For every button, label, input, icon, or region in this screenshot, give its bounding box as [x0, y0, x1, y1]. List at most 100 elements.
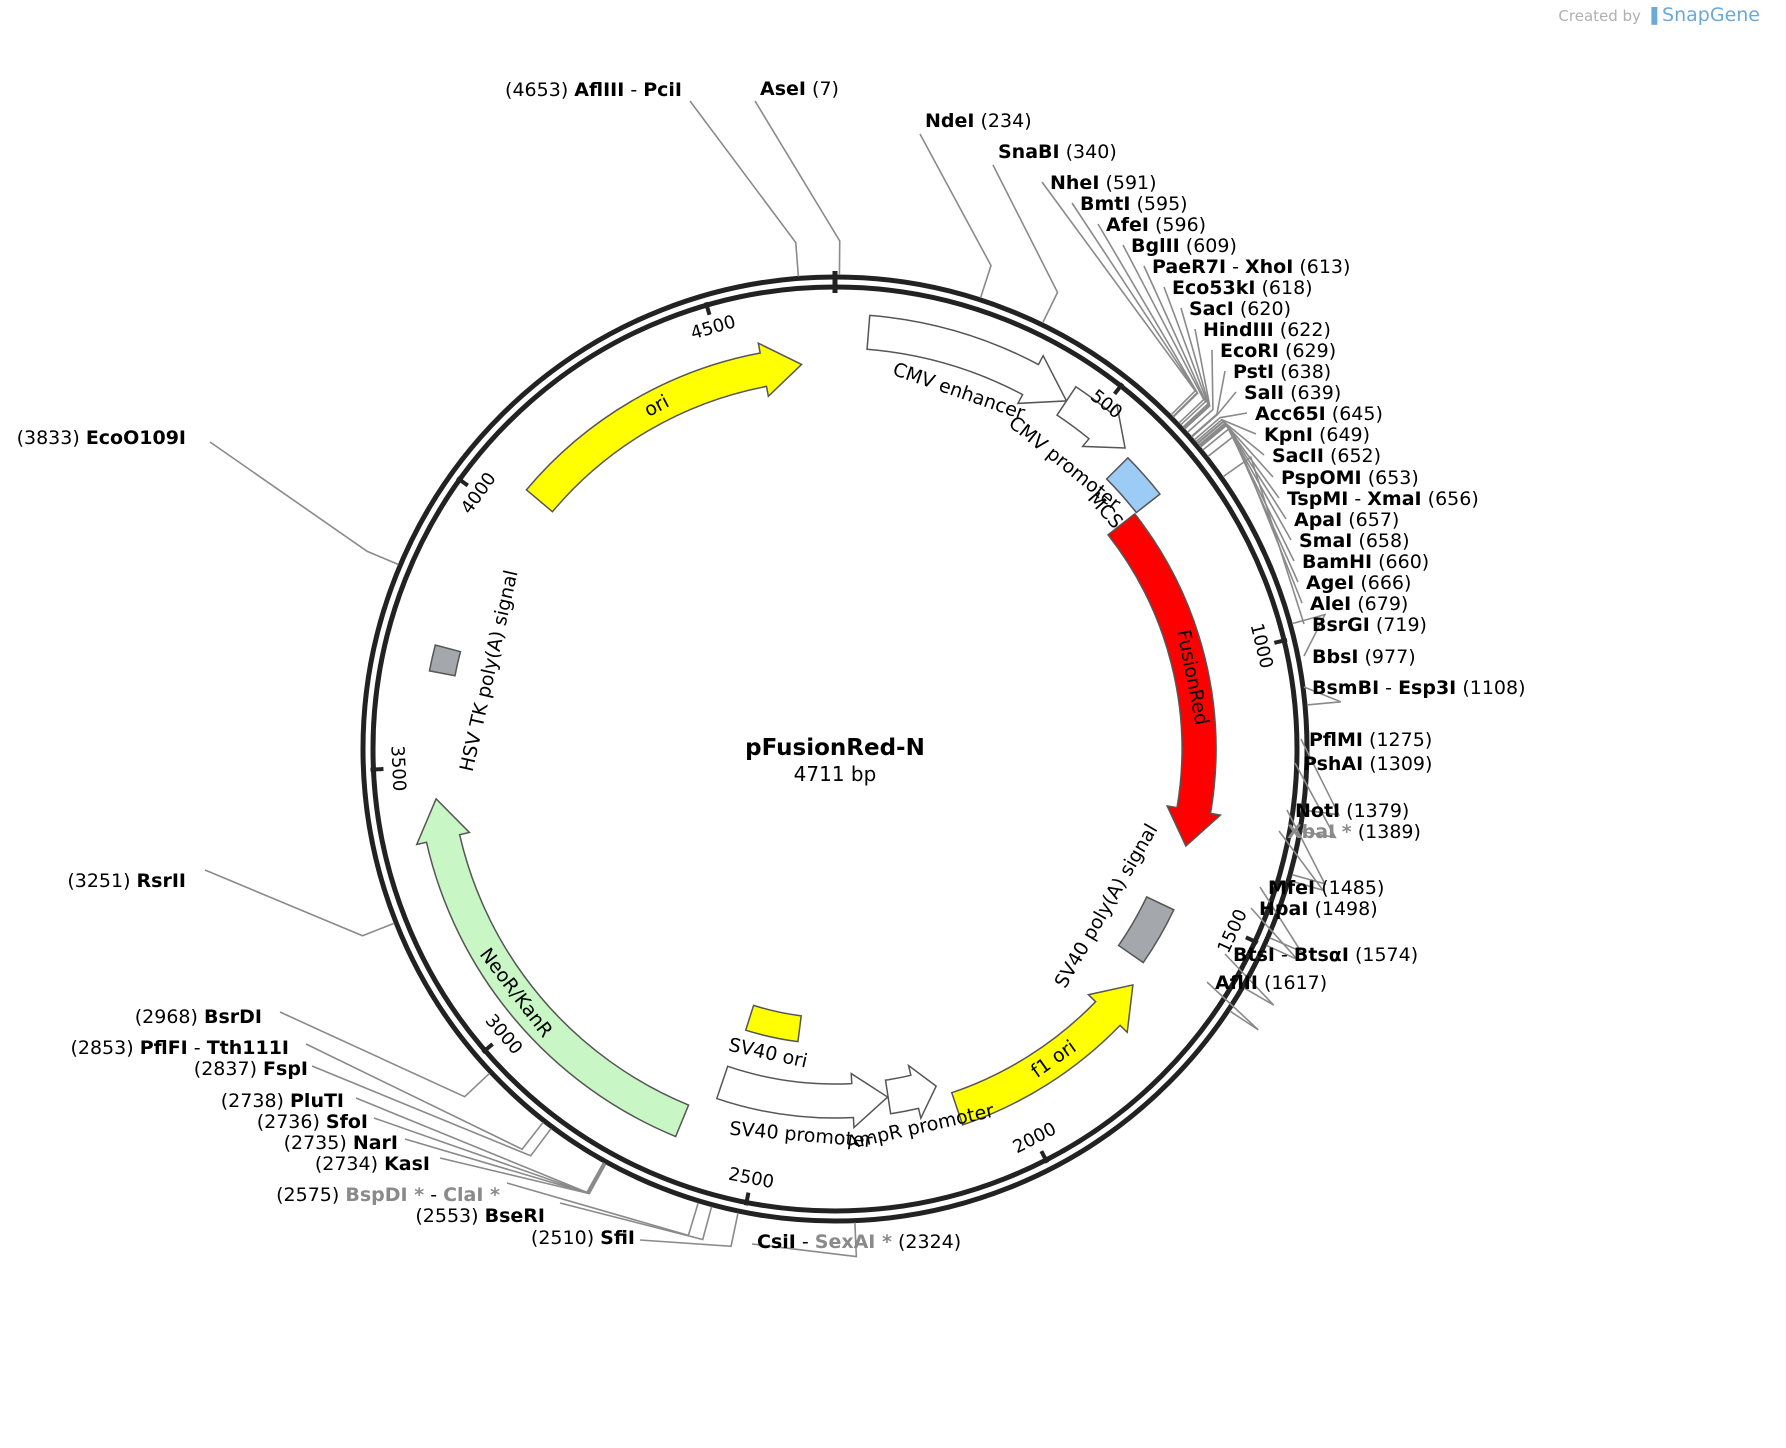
enzyme-leader-xbai: [1278, 830, 1326, 892]
feature-sv40-poly-a-signal[interactable]: SV40 poly(A) signal: [1050, 820, 1175, 992]
enzyme-site-afei[interactable]: AfeI (596): [1106, 214, 1206, 236]
enzyme-name: PflMI: [1309, 729, 1363, 751]
enzyme-site-tspmi[interactable]: TspMI - XmaI (656): [1287, 488, 1479, 510]
feature-sv40-promoter[interactable]: SV40 promoter: [715, 1065, 889, 1152]
enzyme-site-rsrii[interactable]: (3251) RsrII: [67, 870, 186, 892]
enzyme-site-bsrgi[interactable]: BsrGI (719): [1312, 614, 1427, 636]
enzyme-site-noti[interactable]: NotI (1379): [1295, 800, 1409, 822]
enzyme-site-bglii[interactable]: BglII (609): [1131, 235, 1237, 257]
enzyme-label-xbai: XbaI * (1389): [1287, 821, 1421, 843]
enzyme-label-pflfi: (2853) PflFI - Tth111I: [70, 1037, 289, 1059]
enzyme-site-saci[interactable]: SacI (620): [1189, 298, 1291, 320]
enzyme-site-eco53ki[interactable]: Eco53kI (618): [1172, 277, 1313, 299]
enzyme-separator: -: [1275, 944, 1294, 966]
enzyme-site-ecoo109i[interactable]: (3833) EcoO109I: [17, 427, 186, 449]
enzyme-name: PshAI: [1303, 753, 1363, 775]
enzyme-name: SnaBI: [998, 141, 1060, 163]
feature-fusionred[interactable]: FusionRed: [1106, 512, 1223, 848]
enzyme-site-bspdi[interactable]: (2575) BspDI * - ClaI *: [276, 1184, 500, 1206]
enzyme-label-ecoo109i: (3833) EcoO109I: [17, 427, 186, 449]
enzyme-site-pflfi[interactable]: (2853) PflFI - Tth111I: [70, 1037, 289, 1059]
enzyme-site-snabi[interactable]: SnaBI (340): [998, 141, 1117, 163]
enzyme-site-ndei[interactable]: NdeI (234): [925, 110, 1032, 132]
enzyme-site-btsi[interactable]: BtsI - BtsαI (1574): [1233, 944, 1418, 966]
enzyme-site-pshai[interactable]: PshAI (1309): [1303, 753, 1432, 775]
enzyme-site-aflii[interactable]: AflII (1617): [1215, 972, 1327, 994]
enzyme-name: NarI: [353, 1132, 398, 1154]
enzyme-site-pflmi[interactable]: PflMI (1275): [1309, 729, 1432, 751]
enzyme-label-aflii: AflII (1617): [1215, 972, 1327, 994]
enzyme-position: (1309): [1369, 753, 1432, 775]
enzyme-position: (596): [1155, 214, 1206, 236]
enzyme-leader-afliii: [689, 100, 800, 277]
enzyme-label-csii: CsiI - SexAI * (2324): [757, 1231, 961, 1253]
enzyme-leader-ecori: [1187, 349, 1214, 433]
enzyme-site-csii[interactable]: CsiI - SexAI * (2324): [757, 1231, 961, 1253]
feature-mcs[interactable]: MCS: [1083, 456, 1162, 533]
enzyme-site-sfoi[interactable]: (2736) SfoI: [257, 1111, 368, 1133]
enzyme-site-kasi[interactable]: (2734) KasI: [315, 1153, 430, 1175]
enzyme-name: RsrII: [137, 870, 186, 892]
enzyme-separator: -: [1348, 488, 1367, 510]
enzyme-site-bseri[interactable]: (2553) BseRI: [415, 1205, 545, 1227]
enzyme-site-ecori[interactable]: EcoRI (629): [1220, 340, 1336, 362]
feature-ori[interactable]: ori: [525, 341, 803, 513]
enzyme-label-hpai: HpaI (1498): [1259, 898, 1378, 920]
enzyme-position: (609): [1186, 235, 1237, 257]
enzyme-site-pspomi[interactable]: PspOMI (653): [1281, 467, 1419, 489]
enzyme-name: BmtI: [1080, 193, 1130, 215]
enzyme-name: BtsαI: [1294, 944, 1349, 966]
enzyme-site-asei[interactable]: AseI (7): [760, 78, 839, 100]
enzyme-site-bbsi[interactable]: BbsI (977): [1312, 646, 1416, 668]
enzyme-label-sfii: (2510) SfiI: [531, 1227, 635, 1249]
enzyme-site-sali[interactable]: SalI (639): [1244, 382, 1341, 404]
enzyme-site-kpni[interactable]: KpnI (649): [1264, 424, 1370, 446]
enzyme-site-bmti[interactable]: BmtI (595): [1080, 193, 1188, 215]
enzyme-label-apai: ApaI (657): [1294, 509, 1399, 531]
enzyme-site-hindiii[interactable]: HindIII (622): [1203, 319, 1331, 341]
enzyme-leader-aflii: [1206, 981, 1259, 1031]
enzyme-site-acc65i[interactable]: Acc65I (645): [1255, 403, 1383, 425]
enzyme-site-bsmbi[interactable]: BsmBI - Esp3I (1108): [1312, 677, 1526, 699]
enzyme-site-paer7i[interactable]: PaeR7I - XhoI (613): [1152, 256, 1350, 278]
enzyme-site-psti[interactable]: PstI (638): [1233, 361, 1331, 383]
feature-neor-kanr[interactable]: NeoR/KanR: [415, 797, 690, 1138]
enzyme-leader-pspomi: [1197, 420, 1274, 478]
enzyme-label-fspi: (2837) FspI: [194, 1058, 308, 1080]
enzyme-label-pspomi: PspOMI (653): [1281, 467, 1419, 489]
feature-sv40-ori[interactable]: SV40 ori: [727, 1004, 810, 1073]
tick-label-4500: 4500: [688, 311, 738, 344]
enzyme-site-mfei[interactable]: MfeI (1485): [1268, 877, 1384, 899]
enzyme-site-agei[interactable]: AgeI (666): [1306, 572, 1411, 594]
enzyme-site-xbai[interactable]: XbaI * (1389): [1287, 821, 1421, 843]
enzyme-site-bamhi[interactable]: BamHI (660): [1302, 551, 1429, 573]
enzyme-site-apai[interactable]: ApaI (657): [1294, 509, 1399, 531]
enzyme-label-noti: NotI (1379): [1295, 800, 1409, 822]
enzyme-site-sacii[interactable]: SacII (652): [1272, 445, 1381, 467]
enzyme-position: (2324): [898, 1231, 961, 1253]
enzyme-position: (652): [1330, 445, 1381, 467]
enzyme-label-mfei: MfeI (1485): [1268, 877, 1384, 899]
enzyme-site-fspi[interactable]: (2837) FspI: [194, 1058, 308, 1080]
enzyme-position: (1275): [1369, 729, 1432, 751]
enzyme-site-hpai[interactable]: HpaI (1498): [1259, 898, 1378, 920]
enzyme-label-kasi: (2734) KasI: [315, 1153, 430, 1175]
enzyme-site-nhei[interactable]: NheI (591): [1050, 172, 1157, 194]
enzyme-site-pluti[interactable]: (2738) PluTI: [221, 1090, 344, 1112]
enzyme-site-afliii[interactable]: (4653) AflIII - PciI: [505, 79, 682, 101]
enzyme-site-alei[interactable]: AleI (679): [1310, 593, 1408, 615]
enzyme-position: (1108): [1462, 677, 1525, 699]
enzyme-site-bsrdi[interactable]: (2968) BsrDI: [135, 1006, 262, 1028]
enzyme-site-nari[interactable]: (2735) NarI: [284, 1132, 398, 1154]
enzyme-position: (1389): [1358, 821, 1421, 843]
tick-mark-500: [1113, 382, 1125, 396]
enzyme-name: Acc65I: [1255, 403, 1326, 425]
enzyme-position: (658): [1358, 530, 1409, 552]
enzyme-site-sfii[interactable]: (2510) SfiI: [531, 1227, 635, 1249]
enzyme-site-smai[interactable]: SmaI (658): [1299, 530, 1410, 552]
enzyme-label-pshai: PshAI (1309): [1303, 753, 1432, 775]
feature-hsv-tk-poly-a-signal[interactable]: HSV TK poly(A) signal: [428, 568, 523, 774]
tick-mark-3500: [370, 767, 384, 772]
enzyme-label-tspmi: TspMI - XmaI (656): [1287, 488, 1479, 510]
plasmid-title: pFusionRed-N 4711 bp: [745, 735, 925, 786]
